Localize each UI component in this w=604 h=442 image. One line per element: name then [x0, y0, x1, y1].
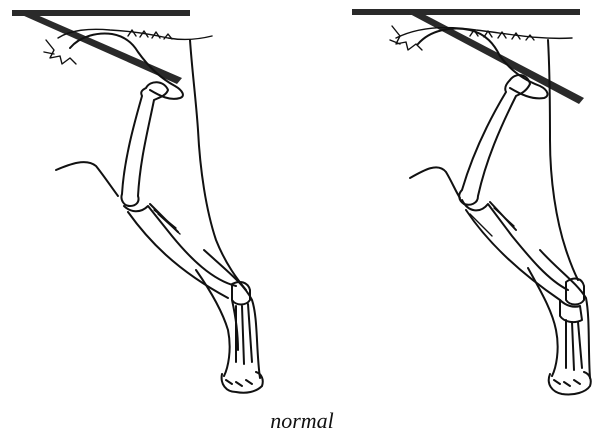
right-paw: [549, 372, 591, 395]
right-forearm: [462, 200, 568, 300]
figure-caption: normal: [0, 410, 604, 432]
right-vertebrae: [470, 30, 534, 40]
left-paw: [222, 372, 263, 393]
right-metacarpals: [566, 320, 582, 370]
right-diagonal-bar: [408, 9, 584, 104]
right-humerus: [459, 75, 530, 205]
right-reference-bar: [352, 9, 580, 15]
right-limb-drawing: [352, 9, 591, 395]
right-body-outline: [548, 40, 578, 280]
left-humerus: [121, 82, 168, 206]
left-reference-bar: [12, 10, 190, 16]
right-carpus: [560, 279, 584, 323]
left-scapula-fringe: [44, 40, 76, 64]
right-scapula-fringe: [390, 26, 422, 50]
left-metacarpals: [236, 304, 252, 364]
right-chest-outline: [410, 167, 460, 198]
left-forearm: [124, 204, 236, 298]
left-limb-drawing: [12, 10, 263, 393]
left-body-outline: [190, 40, 246, 290]
left-chest-outline: [56, 162, 118, 196]
